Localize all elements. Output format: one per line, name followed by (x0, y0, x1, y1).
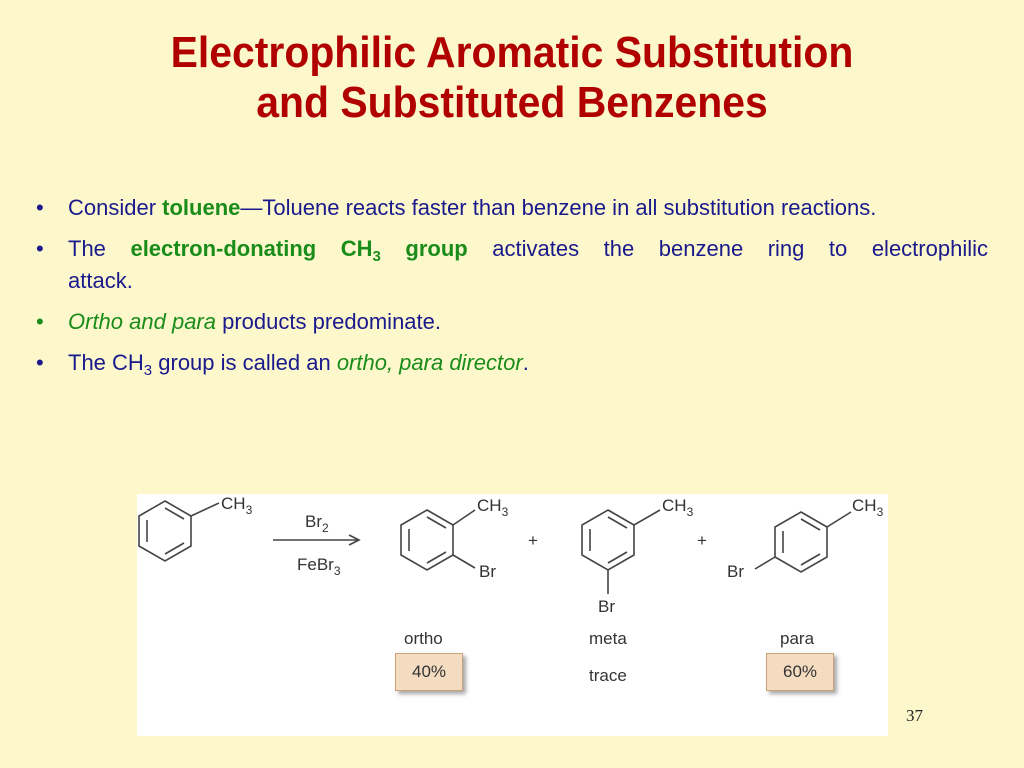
ch3-label-meta: CH3 (662, 496, 694, 519)
plus-sign-1: + (528, 531, 538, 550)
ortho-yield-box: 40% (395, 653, 463, 691)
plus-sign-2: + (697, 531, 707, 550)
bullet-text: Consider (68, 195, 163, 220)
para-label: para (780, 629, 815, 648)
page-number: 37 (906, 706, 923, 725)
br-label-para: Br (727, 562, 744, 581)
meta-product-structure (581, 509, 661, 594)
bullet-text: The CH (68, 350, 144, 375)
toluene-structure (138, 500, 220, 562)
br-label-ortho: Br (479, 562, 496, 581)
bullet-dot: • (36, 309, 44, 334)
bullet-dot: • (36, 350, 44, 375)
reaction-arrow (273, 534, 361, 546)
bullet-text: activates the benzene ring to electrophi… (68, 236, 988, 293)
para-product-structure (754, 511, 852, 573)
slide-title: Electrophilic Aromatic Substitution and … (36, 28, 988, 128)
reaction-scheme-drawing: CH3 Br2 FeBr3 CH3 Br + CH3 Br + CH3 Br o… (138, 494, 884, 685)
bullet-text: The (68, 236, 131, 261)
bullet-text: products predominate. (215, 309, 442, 334)
bullet-electron-donating: • The electron-donating CH3 group activat… (36, 233, 988, 297)
ch3-label-para: CH3 (852, 496, 884, 519)
term-electron-donating: electron-donating CH3 group (130, 236, 468, 265)
bullet-dot: • (36, 195, 44, 220)
term-ortho-para: Ortho and para (68, 309, 216, 334)
meta-yield: trace (589, 666, 627, 685)
title-line-2: and Substituted Benzenes (256, 78, 768, 127)
bullet-director: •The CH3 group is called an ortho, para … (36, 347, 988, 379)
meta-label: meta (589, 629, 627, 648)
bullet-list: • Consider toluene—Toluene reacts faster … (36, 192, 988, 388)
title-line-1: Electrophilic Aromatic Substitution (170, 28, 854, 77)
para-yield-box: 60% (766, 653, 834, 691)
ch3-label-ortho: CH3 (477, 496, 509, 519)
reaction-scheme: CH3 Br2 FeBr3 CH3 Br + CH3 Br + CH3 Br o… (137, 494, 888, 736)
bullet-dot: • (36, 236, 44, 261)
bullet-text: —Toluene reacts faster than benzene in a… (240, 195, 877, 220)
term-ortho-para-director: ortho, para director (336, 350, 523, 375)
ortho-label: ortho (404, 629, 443, 648)
bullet-toluene: • Consider toluene—Toluene reacts faster … (36, 192, 988, 224)
reagent-febr3: FeBr3 (297, 555, 341, 578)
br-label-meta: Br (598, 597, 615, 616)
ch3-label-toluene: CH3 (221, 494, 253, 517)
bullet-ortho-para: • Ortho and para products predominate. (36, 306, 988, 338)
bullet-text: group is called an (152, 350, 337, 375)
term-toluene: toluene (162, 195, 241, 220)
reagent-br2: Br2 (305, 512, 329, 535)
ortho-product-structure (400, 509, 476, 571)
